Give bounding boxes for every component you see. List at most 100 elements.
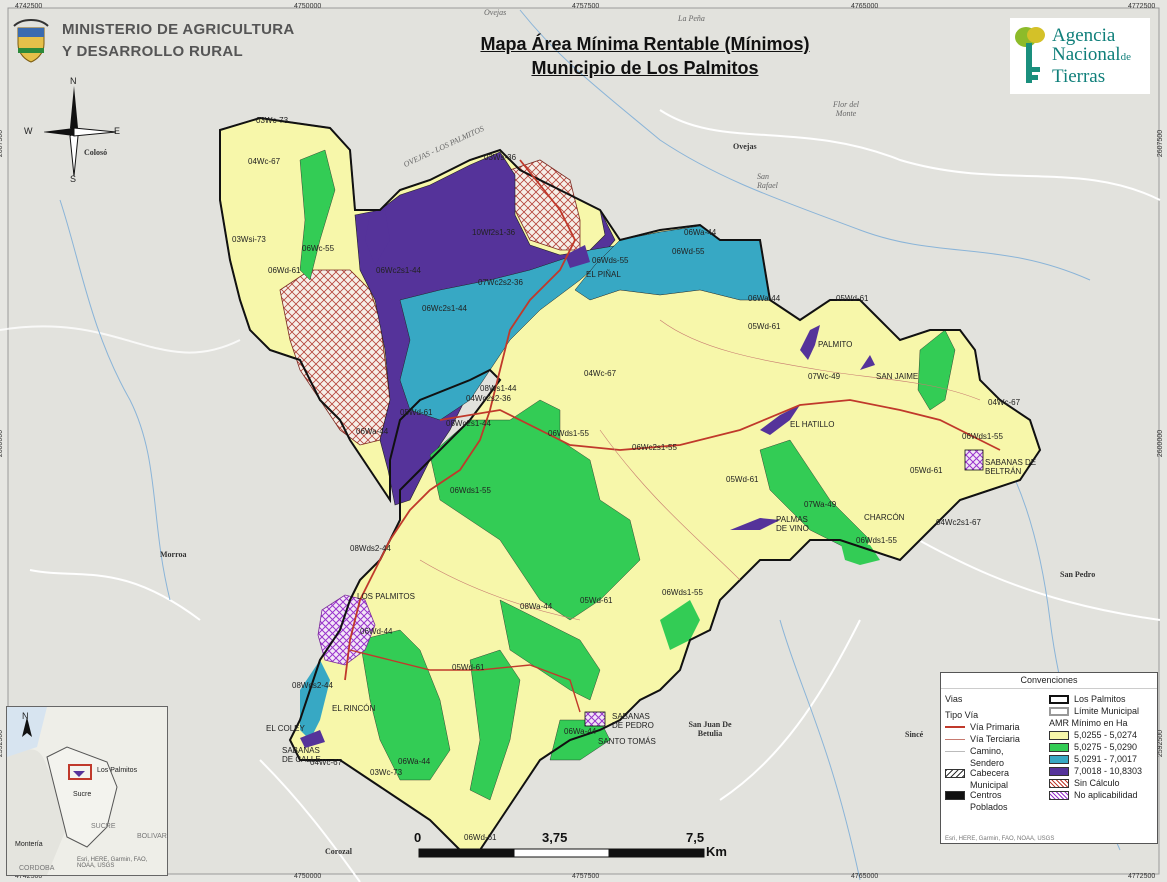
legend-no-aplic-row: No aplicabilidad (1049, 789, 1142, 801)
unit-label: 05Wd-61 (836, 294, 869, 303)
unit-label: 05Wd-61 (910, 466, 943, 475)
inset-bolivar: BOLIVAR (137, 833, 167, 840)
unit-label: 06Wa-44 (356, 427, 389, 436)
unit-label: 06Wds1-55 (450, 486, 491, 495)
coord-left-2: 2600000 (0, 429, 5, 458)
map-title: Mapa Área Mínima Rentable (Mínimos) Muni… (430, 32, 860, 80)
label-palmito: PALMITO (818, 340, 853, 349)
north-arrow: N S E W (24, 76, 120, 186)
agency-line2: Nacional (1052, 44, 1121, 65)
inset-los-palmitos: Los Palmitos (97, 767, 138, 774)
coord-top-2: 4750000 (294, 3, 322, 10)
coord-left-3: 2592500 (0, 729, 5, 758)
place-ovejas-top: Ovejas (484, 8, 507, 17)
legend-los-palmitos: Los Palmitos (1074, 694, 1126, 704)
coord-right-1: 2607500 (1157, 129, 1165, 158)
legend-via-terciaria-row: Vía Terciaria (945, 733, 1020, 745)
scale-mid: 3,75 (542, 830, 568, 845)
compass-rose-icon (42, 86, 117, 177)
ministry-line2: Y DESARROLLO RURAL (62, 43, 243, 60)
unit-label: 04Wc-67 (584, 369, 617, 378)
unit-label: 03Wsi-73 (232, 235, 266, 244)
inset-sucre-caps: SUCRE (91, 823, 116, 830)
legend-via-terciaria: Vía Terciaria (970, 734, 1020, 744)
unit-label: 06Wds1-55 (548, 429, 589, 438)
unit-label: 06Wds1-55 (662, 588, 703, 597)
unit-label: 08Wds2-44 (292, 681, 333, 690)
place-san-rafael: San Rafael (757, 172, 778, 190)
unit-label: 05Wd-61 (726, 475, 759, 484)
unit-label: 06Wd-61 (464, 833, 497, 842)
title-line1: Mapa Área Mínima Rentable (Mínimos) (480, 34, 810, 54)
legend-roads-column: Vias Tipo Vía Vía Primaria Vía Terciaria… (945, 693, 1020, 812)
label-el-rincon: EL RINCÓN (332, 704, 376, 713)
unit-label: 08Wds2-44 (350, 544, 391, 553)
legend-centros2: Poblados (970, 802, 1008, 812)
north-w: W (24, 126, 33, 136)
label-santo-tomas: SANTO TOMÁS (598, 737, 656, 746)
unit-label: 10Wf2s1-36 (472, 228, 516, 237)
legend-sin-calculo: Sin Cálculo (1074, 778, 1120, 788)
unit-label: 06Wa-44 (684, 228, 717, 237)
unit-label: 05Wd-61 (452, 663, 485, 672)
agency-line1: Agencia (1052, 25, 1116, 46)
unit-label: 06Wa-44 (564, 727, 597, 736)
label-el-hatillo: EL HATILLO (790, 420, 835, 429)
place-san-juan: San Juan De Betulia (688, 720, 732, 738)
place-flor-monte: Flor del Monte (833, 100, 859, 118)
label-el-coley: EL COLEY (266, 724, 305, 733)
unit-label: 06Wc2s1-44 (376, 266, 421, 275)
label-sabanas-pedro: SABANAS DE PEDRO (612, 712, 654, 730)
unit-label: 04Wc2s1-67 (936, 518, 981, 527)
legend-classes-column: Los Palmitos Límite Municipal AMR Mínimo… (1049, 693, 1142, 801)
ministry-header: MINISTERIO DE AGRICULTURA Y DESARROLLO R… (10, 18, 295, 64)
legend-via-primaria-row: Vía Primaria (945, 721, 1020, 733)
legend-title: Convenciones (941, 673, 1157, 689)
coord-bottom-1: 4742500 (15, 873, 43, 880)
unit-label: 05Wd-61 (748, 322, 781, 331)
legend-class-label: 5,0291 - 7,0017 (1074, 754, 1138, 764)
coord-right-3: 2592500 (1157, 729, 1165, 758)
unit-label: 07Wc2s2-36 (478, 278, 523, 287)
legend-credits: Esri, HERE, Garmin, FAO, NOAA, USGS (945, 836, 1055, 842)
legend-class-row: 5,0291 - 7,0017 (1049, 753, 1142, 765)
label-charcon: CHARCÓN (864, 513, 905, 522)
legend-vias: Vias (945, 694, 963, 704)
legend-centros1: Centros (970, 790, 1002, 800)
place-coloso: Colosó (84, 148, 108, 157)
place-morroa: Morroa (160, 550, 187, 559)
scale-unit: Km (706, 844, 727, 859)
unit-label: 06Wd-44 (360, 627, 393, 636)
unit-label: 06Wd-55 (672, 247, 705, 256)
inset-map-graphic (7, 707, 167, 875)
label-sabanas-beltran: SABANAS DE BELTRÁN (985, 458, 1037, 476)
legend-amr-title: AMR Mínimo en Ha (1049, 718, 1128, 728)
north-s: S (70, 174, 77, 184)
north-n: N (70, 76, 77, 86)
agency-line3: Tierras (1052, 66, 1106, 87)
legend-tipo-via: Tipo Vía (945, 710, 979, 720)
coord-right-2: 2600000 (1157, 429, 1165, 458)
unit-label: 07Wa-49 (804, 500, 837, 509)
label-sabanas-calle: SABANAS DE CALLE (282, 746, 321, 764)
legend-class-label: 5,0275 - 5,0290 (1074, 742, 1138, 752)
coord-top-1: 4742500 (15, 3, 43, 10)
coord-bottom-4: 4765000 (851, 873, 879, 880)
legend-no-aplicabilidad: No aplicabilidad (1074, 790, 1138, 800)
legend-limite: Límite Municipal (1074, 706, 1140, 716)
legend-class-row: 5,0275 - 5,0290 (1049, 741, 1142, 753)
unit-label: 04Wc2s2-36 (466, 394, 511, 403)
label-el-pinal: EL PIÑAL (586, 270, 621, 279)
unit-label: 04Wc-67 (988, 398, 1021, 407)
legend-class-row: 7,0018 - 10,8303 (1049, 765, 1142, 777)
unit-label: 04Wc-67 (248, 157, 281, 166)
scale-max: 7,5 (686, 830, 705, 845)
inset-map: N Los Palmitos Sucre SUCRE Montería CORD… (6, 706, 168, 876)
legend-class-label: 5,0255 - 5,0274 (1074, 730, 1138, 740)
inset-credits: Esri, HERE, Garmin, FAO, NOAA, USGS (77, 857, 148, 869)
coat-of-arms-icon (13, 19, 49, 63)
place-la-pena: La Peña (678, 14, 705, 23)
legend: Convenciones Vias Tipo Vía Vía Primaria … (940, 672, 1158, 844)
